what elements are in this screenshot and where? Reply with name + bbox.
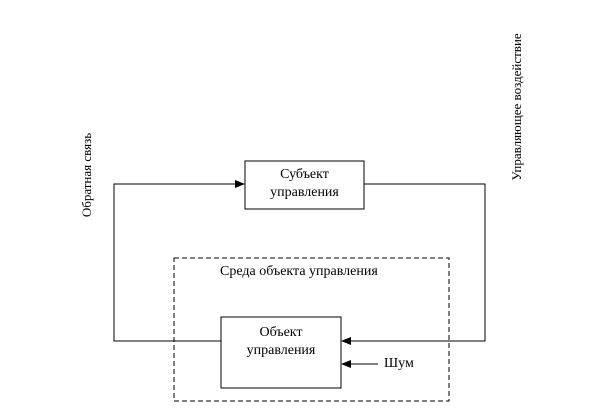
environment-label: Среда объекта управления — [220, 264, 378, 279]
feedback-label: Обратная связь — [79, 132, 94, 218]
environment-boundary — [173, 257, 450, 402]
subject-box-label: Субъект управления — [245, 166, 364, 202]
control-action-line — [341, 183, 486, 345]
subject-box — [244, 160, 365, 210]
control-action-label: Управляющее воздействие — [509, 33, 524, 181]
object-label-line2: управления — [246, 343, 316, 358]
subject-label-line2: управления — [270, 185, 339, 200]
noise-label: Шум — [384, 356, 414, 371]
object-box — [220, 316, 342, 389]
subject-label-line1: Субъект — [280, 167, 329, 182]
feedback-line — [113, 180, 245, 342]
object-label-line1: Объект — [259, 325, 303, 340]
object-box-label: Объект управления — [221, 324, 341, 360]
